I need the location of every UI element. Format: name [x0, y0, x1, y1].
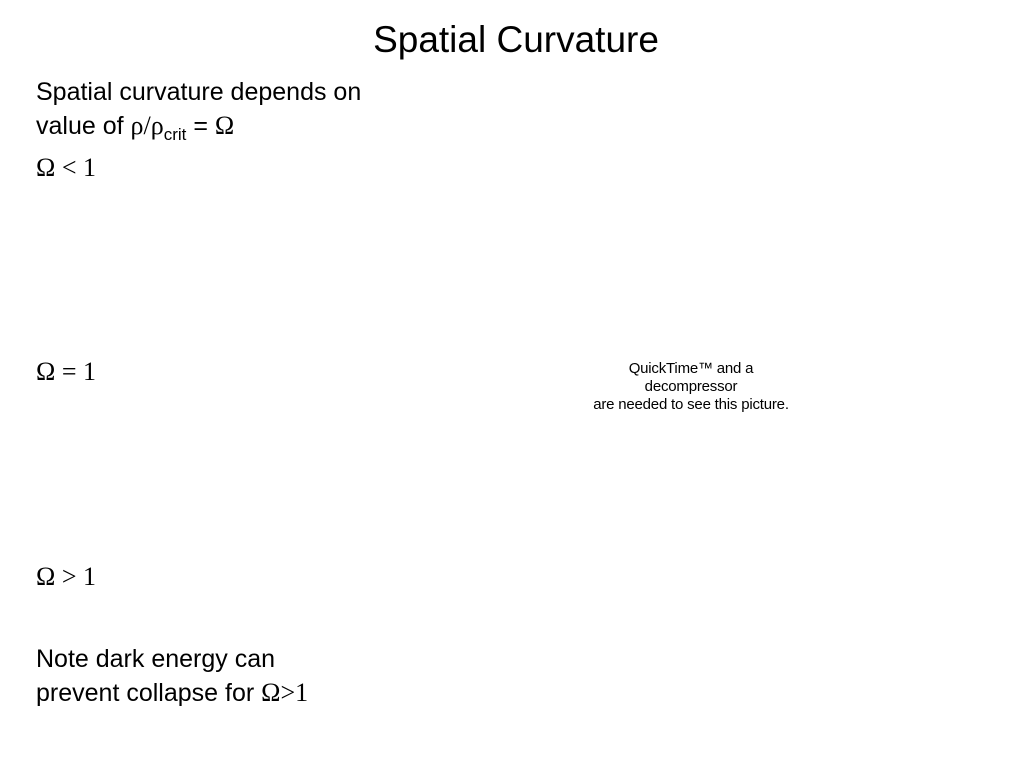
quicktime-picture-placeholder: QuickTime™ and a decompressor are needed…	[560, 360, 822, 414]
intro-line-1: Spatial curvature depends on	[36, 78, 362, 106]
placeholder-line-1: QuickTime™ and a	[628, 360, 754, 377]
slash-symbol: /	[143, 111, 151, 140]
crit-subscript: crit	[163, 125, 187, 144]
placeholder-line-2: decompressor	[644, 378, 738, 395]
intro-paragraph: Spatial curvature depends on value of ρ/…	[36, 75, 361, 146]
slide-title: Spatial Curvature	[373, 19, 659, 60]
note-line-2: prevent collapse for Ω>1	[36, 676, 308, 710]
case-omega-less-than-1: Ω < 1	[36, 153, 96, 182]
note-paragraph: Note dark energy can prevent collapse fo…	[36, 642, 308, 710]
case-omega-greater-than-1: Ω > 1	[36, 562, 96, 591]
intro-line-2-prefix: value of	[36, 112, 131, 140]
placeholder-line-3: are needed to see this picture.	[593, 396, 789, 413]
note-line-2-prefix: prevent collapse for	[36, 679, 262, 707]
rho-symbol: ρ	[130, 111, 144, 140]
note-condition: Ω>1	[261, 678, 309, 707]
case-omega-equal-1: Ω = 1	[36, 357, 96, 386]
note-line-1: Note dark energy can	[36, 645, 276, 673]
rho-crit-symbol: ρ	[150, 111, 164, 140]
equals-sign: =	[186, 112, 215, 140]
omega-symbol: Ω	[214, 111, 235, 140]
intro-line-2: value of ρ/ρcrit = Ω	[36, 109, 361, 146]
